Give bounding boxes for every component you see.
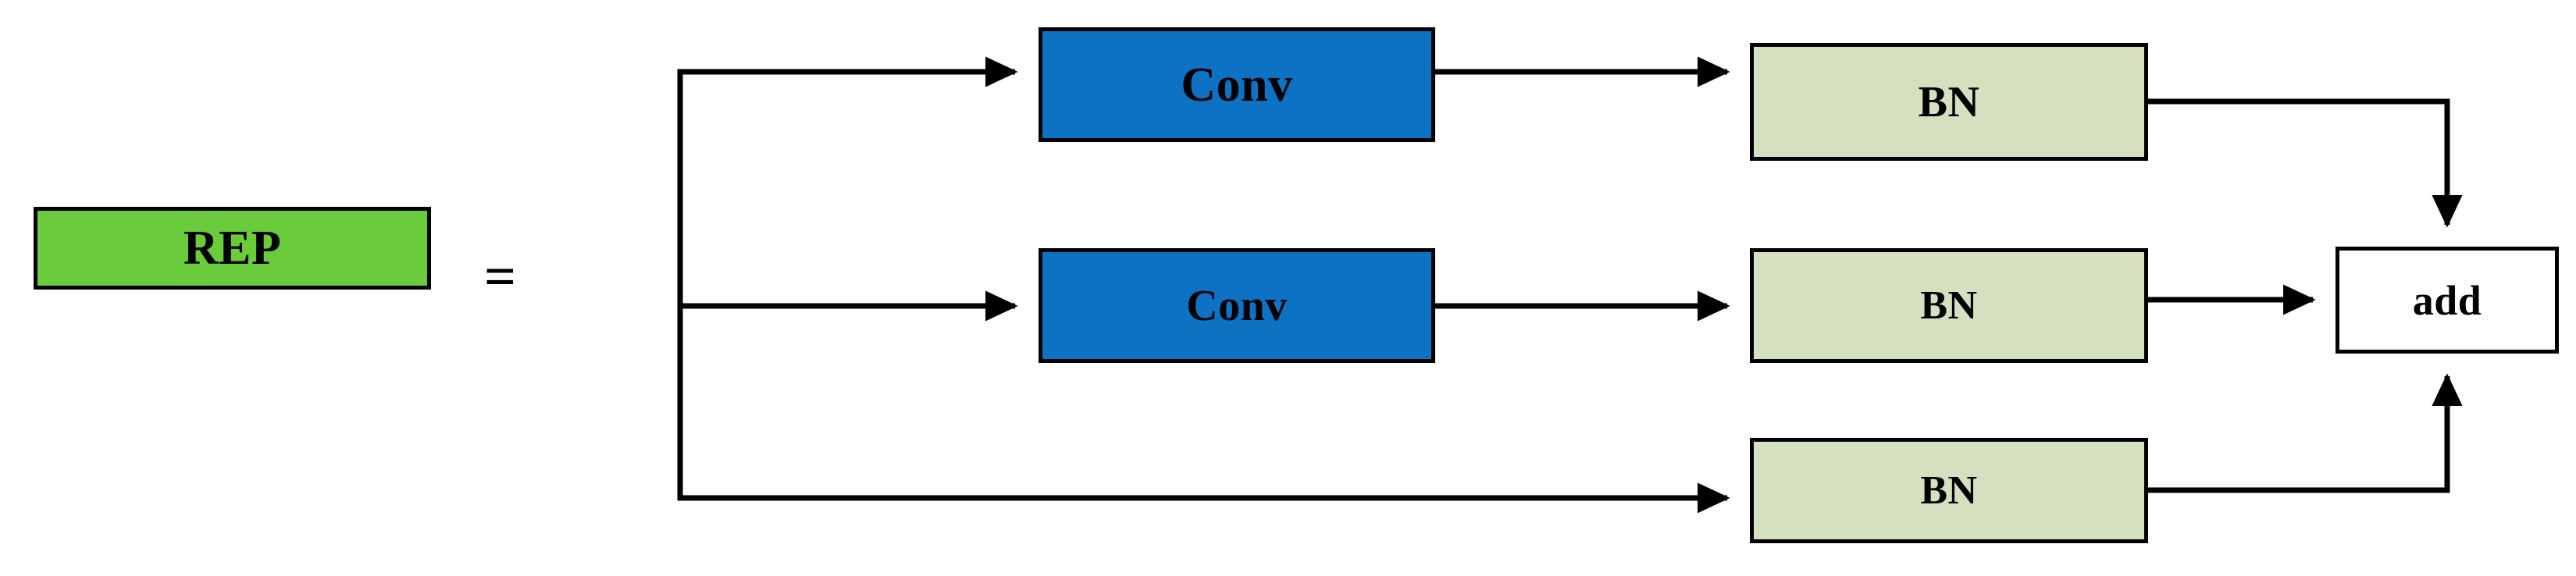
node-bn-top-label: BN bbox=[1918, 77, 1980, 126]
node-add[interactable]: add bbox=[2336, 247, 2559, 354]
node-conv-mid[interactable]: Conv bbox=[1039, 248, 1435, 363]
node-bn-mid-label: BN bbox=[1920, 283, 1978, 328]
node-rep-block[interactable]: REP bbox=[34, 207, 431, 290]
node-bn-mid[interactable]: BN bbox=[1750, 248, 2148, 363]
node-conv-top[interactable]: Conv bbox=[1039, 27, 1435, 142]
equals-sign: = bbox=[484, 248, 516, 304]
edge-bn-bottom-to-add bbox=[2148, 373, 2463, 493]
node-bn-bottom-label: BN bbox=[1920, 468, 1978, 513]
node-conv-mid-label: Conv bbox=[1186, 281, 1288, 330]
node-conv-top-label: Conv bbox=[1181, 58, 1293, 112]
node-rep-label: REP bbox=[183, 222, 282, 275]
node-add-label: add bbox=[2412, 276, 2482, 324]
node-bn-top[interactable]: BN bbox=[1750, 43, 2148, 161]
equals-sign-label: = bbox=[484, 245, 517, 308]
node-bn-bottom[interactable]: BN bbox=[1750, 438, 2148, 543]
edge-bn-top-to-add bbox=[2148, 98, 2463, 228]
